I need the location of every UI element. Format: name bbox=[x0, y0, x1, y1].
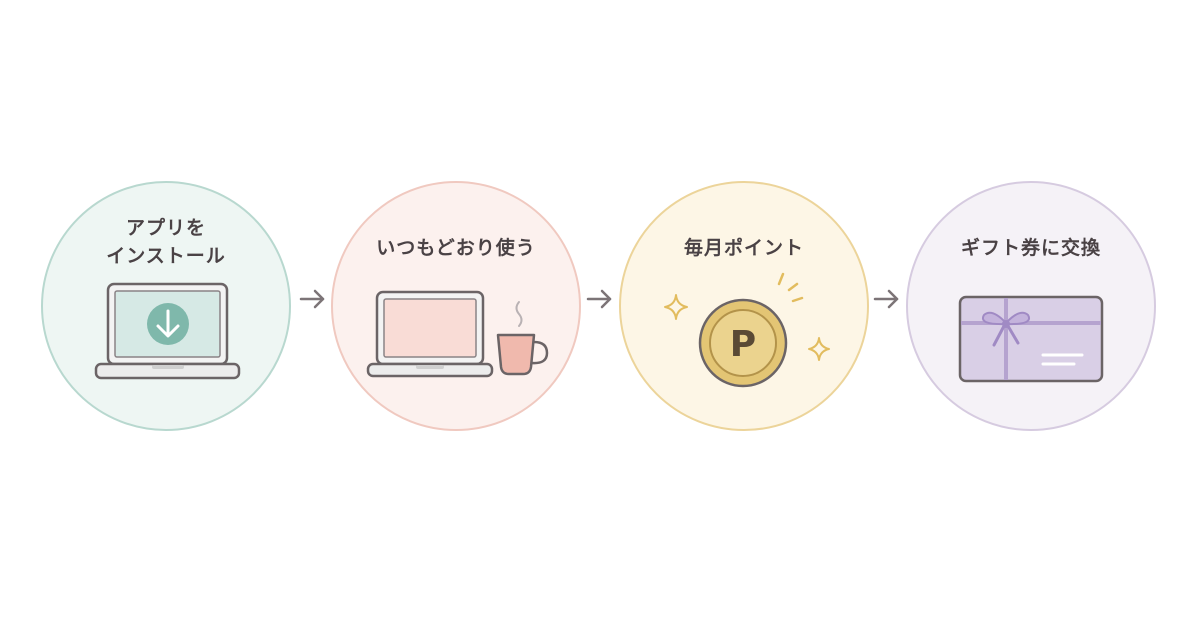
step-monthly-points: 毎月ポイント P bbox=[619, 181, 869, 431]
step-exchange-gift-card: ギフト券に交換 bbox=[906, 181, 1156, 431]
laptop-download-icon bbox=[94, 282, 241, 380]
point-coin-icon: P bbox=[664, 272, 830, 388]
arrow-right-icon bbox=[299, 289, 325, 309]
step-use-as-usual: いつもどおり使う bbox=[331, 181, 581, 431]
arrow-right-icon bbox=[586, 289, 612, 309]
coin-p-label: P bbox=[730, 324, 756, 365]
step-label-line: アプリを bbox=[125, 217, 206, 239]
laptop-coffee-icon bbox=[366, 290, 549, 378]
gift-card-icon bbox=[958, 295, 1104, 383]
arrow-right-icon bbox=[873, 289, 899, 309]
step-label-line: ギフト券に交換 bbox=[960, 237, 1101, 259]
step-label-line: 毎月ポイント bbox=[683, 237, 804, 259]
step-install-app: アプリを インストール bbox=[41, 181, 291, 431]
step-label-line: インストール bbox=[106, 245, 226, 267]
step-label-line: いつもどおり使う bbox=[376, 237, 536, 259]
